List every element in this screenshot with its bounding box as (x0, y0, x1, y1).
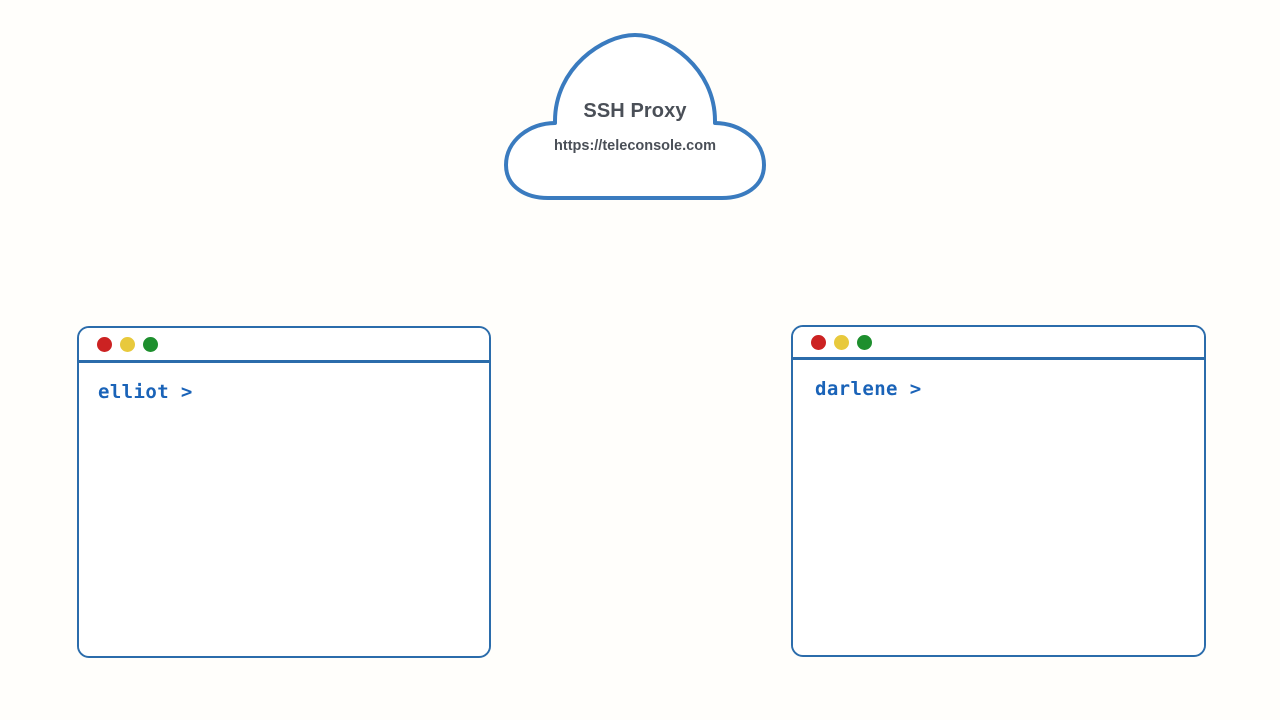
terminal-body[interactable]: darlene > (793, 360, 1204, 652)
terminal-body[interactable]: elliot > (79, 363, 489, 653)
minimize-button-icon[interactable] (834, 334, 849, 350)
terminal-prompt: elliot > (98, 381, 193, 403)
cloud-label-group: SSH Proxy https://teleconsole.com (498, 26, 772, 202)
window-controls (811, 334, 872, 350)
terminal-titlebar (793, 327, 1204, 360)
close-button-icon[interactable] (97, 336, 112, 352)
terminal-window-elliot[interactable]: elliot > (77, 326, 491, 658)
cloud-title: SSH Proxy (583, 100, 687, 122)
cloud-shape-icon (504, 33, 766, 200)
minimize-button-icon[interactable] (120, 336, 135, 352)
cloud-subtitle-url: https://teleconsole.com (554, 138, 716, 154)
maximize-button-icon[interactable] (143, 336, 158, 352)
terminal-window-darlene[interactable]: darlene > (791, 325, 1206, 657)
ssh-proxy-cloud: SSH Proxy https://teleconsole.com (498, 26, 772, 202)
maximize-button-icon[interactable] (857, 334, 872, 350)
window-controls (97, 336, 158, 352)
terminal-titlebar (79, 328, 489, 363)
close-button-icon[interactable] (811, 334, 826, 350)
terminal-prompt: darlene > (815, 378, 922, 400)
